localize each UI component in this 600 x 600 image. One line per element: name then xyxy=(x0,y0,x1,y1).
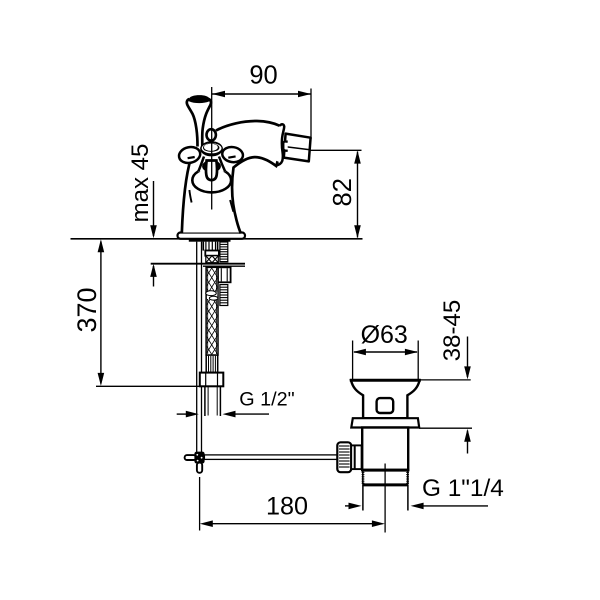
svg-text:Ø63: Ø63 xyxy=(361,321,408,349)
svg-text:G 1/2": G 1/2" xyxy=(239,389,294,411)
svg-text:90: 90 xyxy=(249,62,277,90)
svg-text:max 45: max 45 xyxy=(127,144,154,223)
svg-text:370: 370 xyxy=(72,287,102,332)
svg-text:82: 82 xyxy=(329,178,357,206)
svg-text:38-45: 38-45 xyxy=(439,300,466,361)
svg-text:G 1"1/4: G 1"1/4 xyxy=(422,475,504,502)
svg-text:180: 180 xyxy=(266,493,308,521)
